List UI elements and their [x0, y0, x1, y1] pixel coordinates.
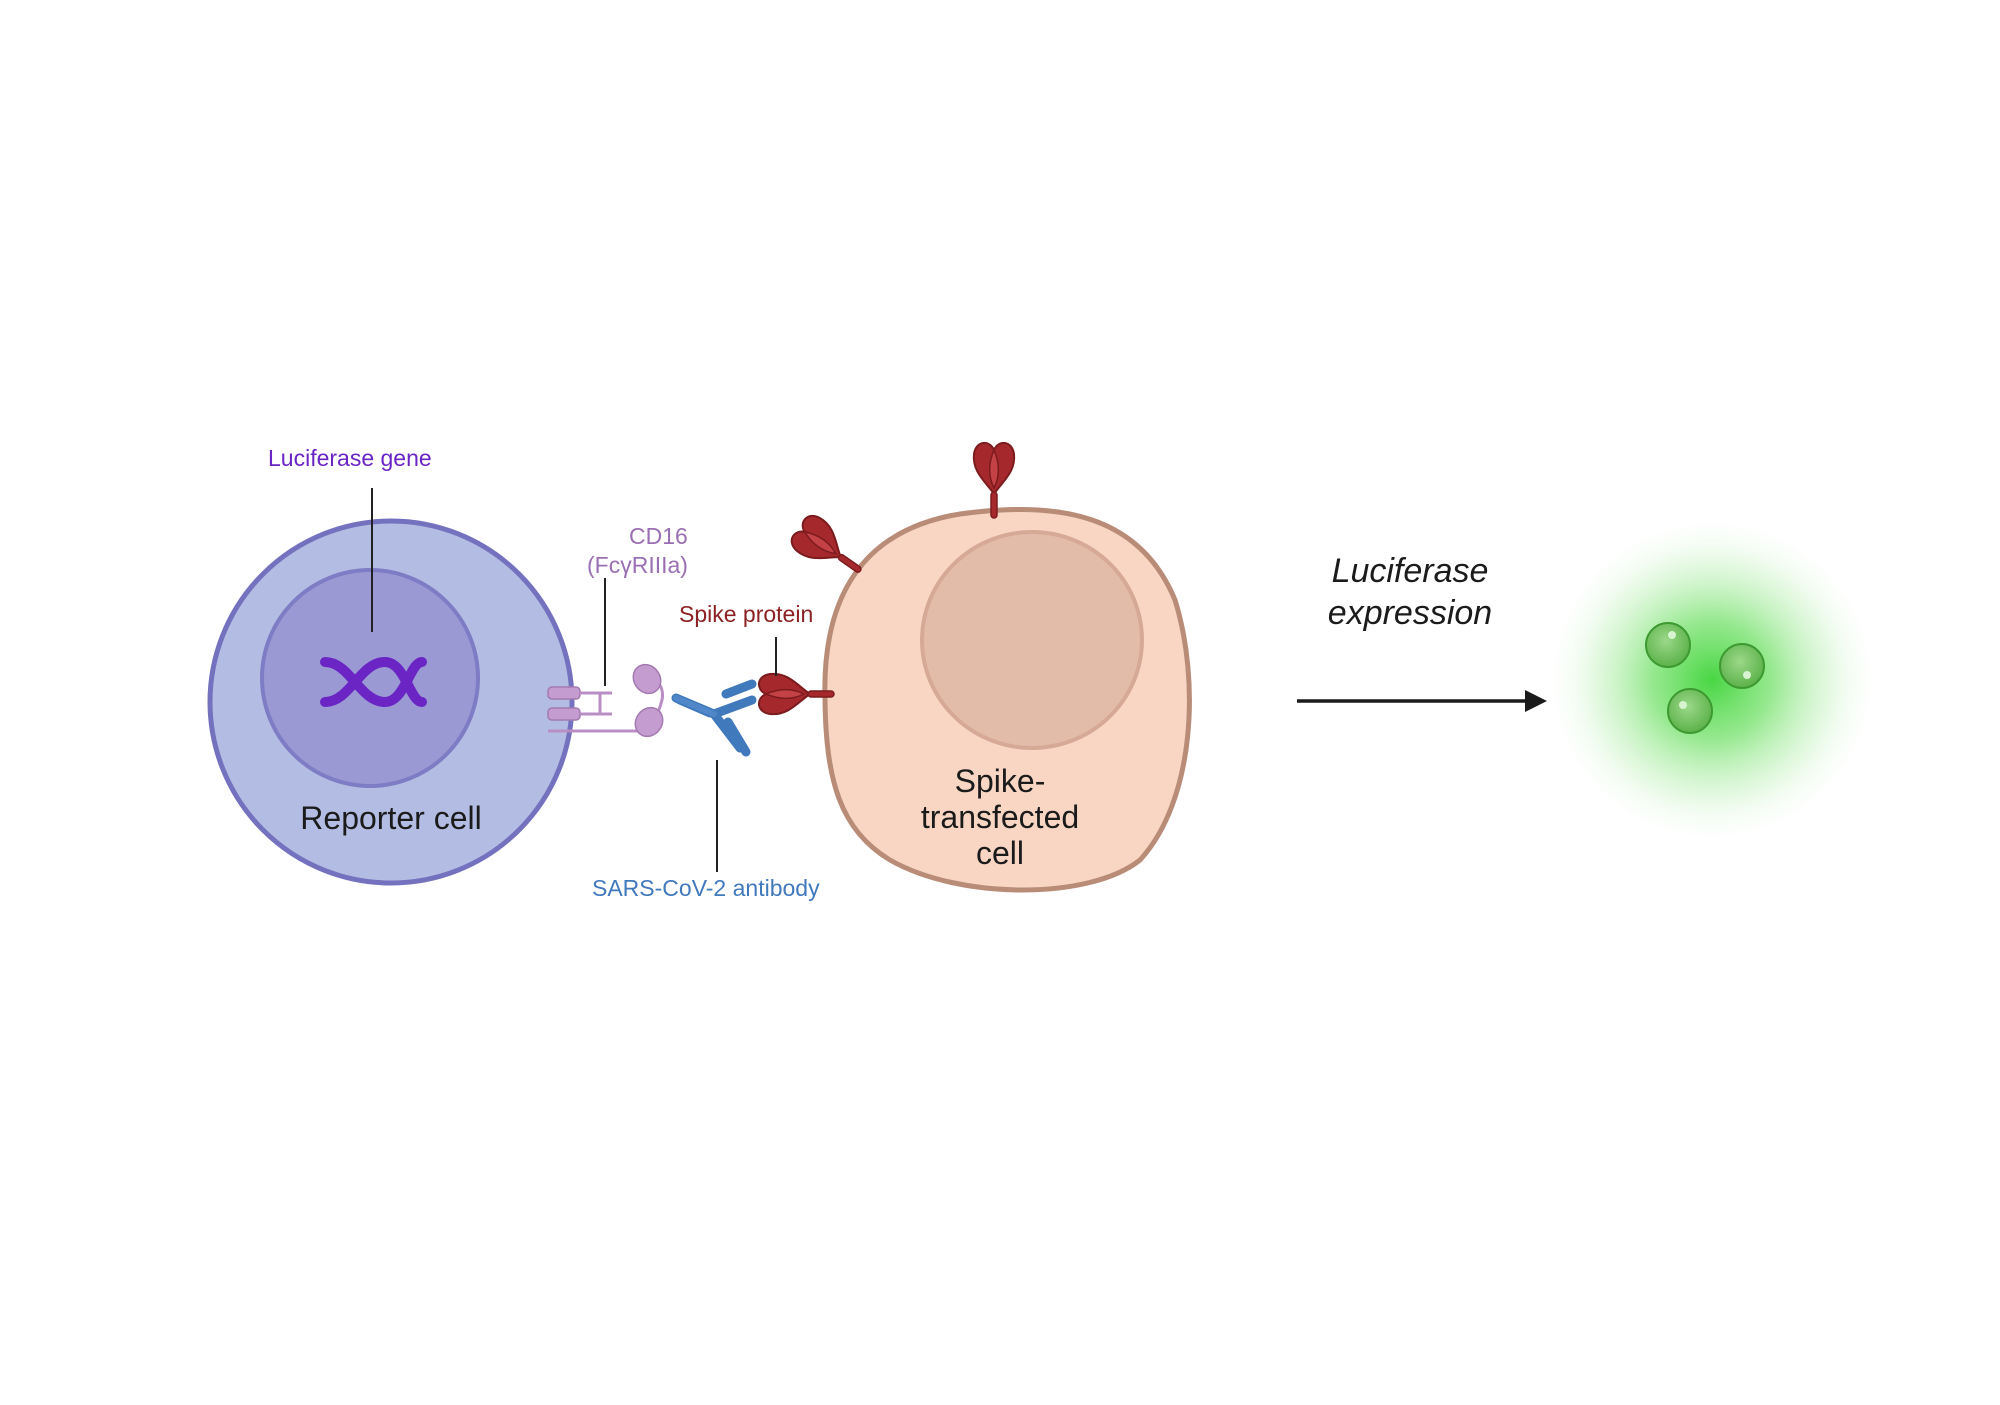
luciferase-bead: [1645, 622, 1691, 668]
antibody-label: SARS-CoV-2 antibody: [592, 875, 820, 901]
spike-transfected-cell: [822, 506, 1192, 893]
cd16-label: CD16: [629, 523, 688, 549]
expression-label-line1: Luciferase: [1331, 552, 1489, 590]
expression-label-line2: expression: [1327, 594, 1493, 632]
expression-arrow: [1297, 690, 1547, 712]
spike-protein-label: Spike protein: [679, 601, 814, 627]
luciferase-bead: [1719, 643, 1765, 689]
cd16-alias-label: (FcγRIIIa): [587, 552, 688, 578]
dna-icon: [320, 656, 427, 708]
luciferase-gene-label: Luciferase gene: [268, 445, 432, 471]
reporter-cell-label: Reporter cell: [300, 800, 482, 836]
cd16-receptor: [547, 663, 664, 738]
luciferase-bead: [1667, 688, 1713, 734]
reporter-nucleus: [260, 568, 480, 788]
spike-cell-label-line3: cell: [975, 835, 1024, 871]
spike-cell-nucleus: [920, 530, 1144, 750]
antibody-icon: [671, 679, 757, 757]
luciferase-glow: [1542, 512, 1882, 848]
spike-cell-label-line2: transfected: [920, 799, 1080, 835]
spike-cell-label-line1: Spike-: [954, 763, 1046, 799]
